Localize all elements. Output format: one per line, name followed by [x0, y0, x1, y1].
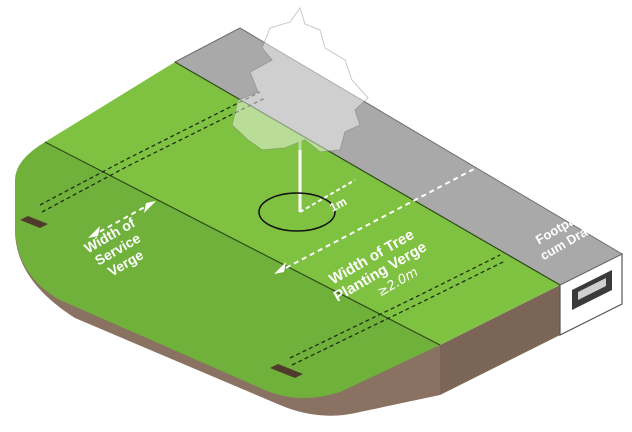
footpath-edge-line — [174, 61, 561, 286]
arrowhead-left — [88, 226, 100, 238]
radius-line — [299, 179, 356, 213]
utility-dashed-lines — [39, 91, 506, 366]
utility-pit-right — [270, 364, 303, 378]
tree-planting-verge-surface — [45, 62, 560, 345]
tree-root-zone-circle — [258, 192, 336, 232]
arrowhead-right — [144, 201, 156, 213]
tree-verge-width-arrow — [277, 157, 496, 273]
arrowhead-left-2 — [274, 262, 286, 274]
service-verge-surface — [15, 142, 440, 399]
service-verge-width-arrow — [91, 202, 153, 237]
soil-front-face — [440, 285, 560, 395]
drain-opening-inner — [578, 278, 606, 300]
utility-pit-left — [20, 216, 48, 228]
